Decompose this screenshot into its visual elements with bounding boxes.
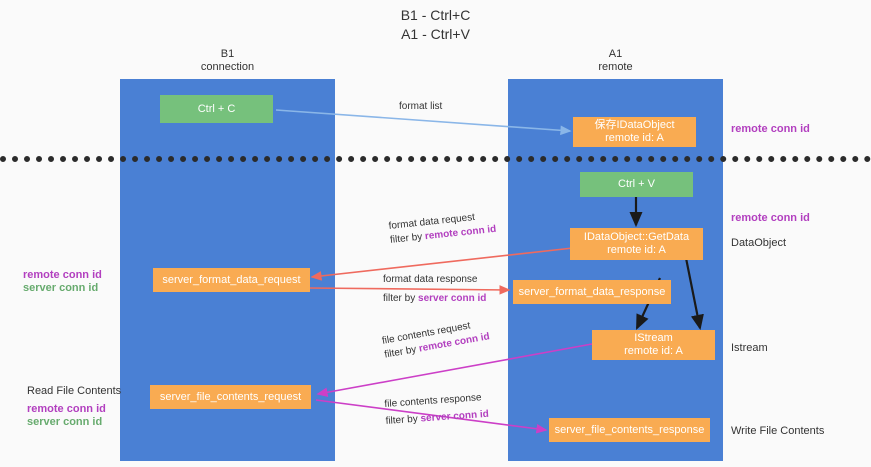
node-ctrl-c[interactable]: Ctrl + C xyxy=(160,95,273,123)
annotation-right-dataobject: DataObject xyxy=(731,237,787,249)
edge-label-file-contents-response: file contents response filter by server … xyxy=(384,391,489,429)
lane-header-b1: B1 connection xyxy=(120,48,335,74)
edge-label-format-data-response-line1: format data response xyxy=(383,274,478,285)
node-getdata[interactable]: IDataObject::GetData remote id: A xyxy=(570,228,703,260)
node-istream[interactable]: IStream remote id: A xyxy=(592,330,715,360)
edge-label-file-contents-request: file contents request filter by remote c… xyxy=(381,316,491,362)
fcresp-prefix: filter by xyxy=(385,413,421,427)
annotation-left-bottom-remote-conn: remote conn id xyxy=(27,403,106,415)
annotation-left-mid-server-conn: server conn id xyxy=(23,282,99,294)
node-server-file-contents-request[interactable]: server_file_contents_request xyxy=(150,385,311,409)
node-istream-label: IStream xyxy=(634,332,673,344)
node-save-idataobject-sub: remote id: A xyxy=(605,132,664,144)
lane-header-a1: A1 remote xyxy=(508,48,723,74)
node-server-file-contents-response[interactable]: server_file_contents_response xyxy=(549,418,710,442)
phase-divider xyxy=(0,156,871,162)
node-getdata-label: IDataObject::GetData xyxy=(583,231,690,243)
annotation-left-bottom-server-conn: server conn id xyxy=(27,416,103,428)
node-server-format-data-request-label: server_format_data_request xyxy=(162,273,301,286)
node-save-idataobject[interactable]: 保存IDataObject remote id: A xyxy=(573,117,696,147)
fdresp-prefix: filter by xyxy=(383,293,419,304)
annotation-right-remote-conn-top: remote conn id xyxy=(731,123,810,135)
edge-label-format-data-request: format data request filter by remote con… xyxy=(388,209,497,248)
node-server-format-data-response[interactable]: server_format_data_response xyxy=(513,280,671,304)
node-server-format-data-request[interactable]: server_format_data_request xyxy=(153,268,310,292)
edge-label-format-data-response-line2: filter by server conn id xyxy=(383,292,486,306)
diagram-title: B1 - Ctrl+C A1 - Ctrl+V xyxy=(0,6,871,44)
node-istream-sub: remote id: A xyxy=(624,345,683,357)
lane-b1-name: B1 xyxy=(220,48,235,60)
annotation-right-istream: Istream xyxy=(731,342,768,354)
lane-b1-role: connection xyxy=(200,61,255,73)
node-ctrl-c-label: Ctrl + C xyxy=(197,102,236,115)
annotation-left-mid-remote-conn: remote conn id xyxy=(23,269,102,281)
node-server-file-contents-request-label: server_file_contents_request xyxy=(159,390,302,403)
fdresp-key: server conn id xyxy=(418,293,487,304)
title-line-1: B1 - Ctrl+C xyxy=(400,7,471,23)
title-line-2: A1 - Ctrl+V xyxy=(401,26,470,42)
edge-label-format-list: format list xyxy=(399,100,442,114)
edge-label-format-list-line1: format list xyxy=(399,101,443,112)
annotation-left-read-file-contents: Read File Contents xyxy=(27,385,122,397)
node-server-format-data-response-label: server_format_data_response xyxy=(518,285,666,298)
node-ctrl-v[interactable]: Ctrl + V xyxy=(580,172,693,197)
node-getdata-sub: remote id: A xyxy=(607,244,666,256)
fcresp-key: server conn id xyxy=(420,408,490,425)
lane-a1-role: remote xyxy=(598,61,633,73)
node-server-file-contents-response-label: server_file_contents_response xyxy=(554,423,705,436)
edge-label-file-contents-response-line2: filter by server conn id xyxy=(385,408,489,429)
fdreq-prefix: filter by xyxy=(389,231,426,246)
annotation-right-write-file-contents: Write File Contents xyxy=(731,425,825,437)
node-save-idataobject-label: 保存IDataObject xyxy=(594,119,675,131)
lane-a1-name: A1 xyxy=(608,48,623,60)
annotation-right-remote-conn-mid: remote conn id xyxy=(731,212,810,224)
node-ctrl-v-label: Ctrl + V xyxy=(618,178,655,190)
edge-label-format-data-response: format data response filter by server co… xyxy=(383,273,486,306)
